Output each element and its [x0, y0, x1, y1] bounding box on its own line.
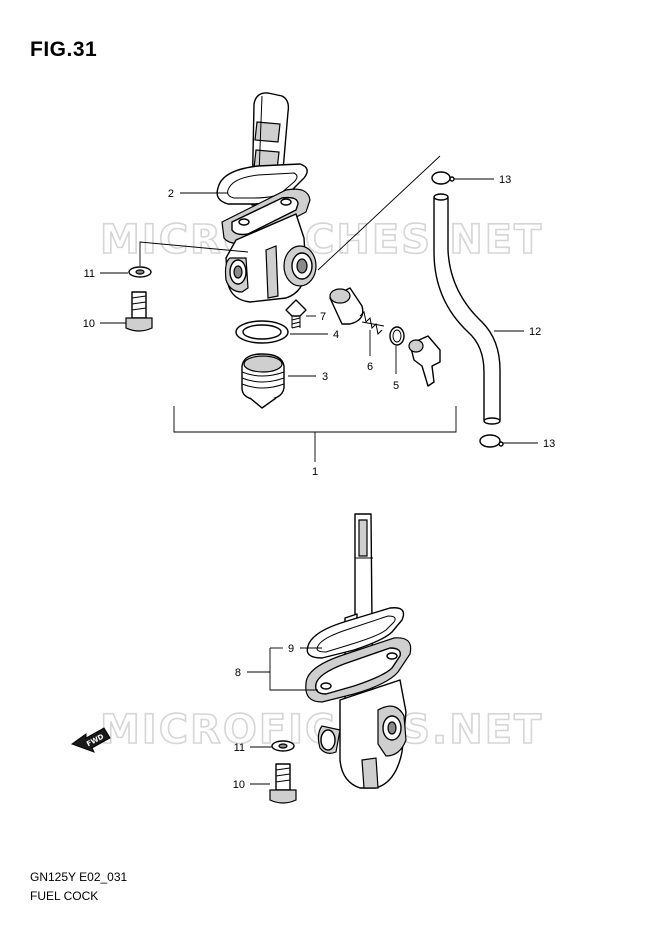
callout-11-top: 11 [84, 268, 95, 280]
cock-cover-plate [221, 188, 311, 244]
gasket-8 [305, 637, 412, 703]
callout-3: 3 [322, 371, 328, 383]
fuel-cock-body-bottom [317, 679, 407, 789]
hose-clip-13-bottom [479, 434, 504, 448]
model-code: GN125Y E02_031 [30, 870, 128, 884]
assembly-guide-line [317, 155, 441, 271]
o-ring-5 [389, 326, 405, 346]
callout-2: 2 [168, 188, 174, 200]
forward-arrow-icon: FWD [70, 727, 111, 753]
callout-4: 4 [333, 329, 339, 341]
bolt-10-bottom [269, 763, 297, 804]
assembly-bracket-1 [173, 406, 457, 433]
leader-lines [100, 178, 538, 785]
callout-8: 8 [235, 667, 241, 679]
hose-clip-13-top [431, 171, 455, 185]
o-ring-4 [235, 320, 289, 344]
callout-13-top: 13 [499, 174, 511, 186]
screw-7 [285, 299, 307, 329]
callout-1: 1 [312, 466, 318, 478]
washer-11-bottom [271, 740, 295, 752]
callout-6: 6 [367, 361, 373, 373]
callout-10-top: 10 [83, 318, 95, 330]
bolt-10-top [125, 291, 153, 332]
figure-title: FIG.31 [30, 38, 98, 61]
plunger [329, 287, 364, 325]
callout-11-bottom: 11 [234, 742, 245, 754]
callout-13-bottom: 13 [543, 438, 555, 450]
gasket-9 [306, 607, 405, 659]
callout-7: 7 [320, 311, 326, 323]
figure-name: FUEL COCK [30, 889, 99, 903]
callout-9: 9 [288, 643, 294, 655]
sediment-cup-3 [241, 353, 285, 409]
fuel-cock-body [224, 213, 317, 303]
callout-5: 5 [393, 380, 399, 392]
hose-nipple [408, 335, 441, 387]
watermark-top: MICROFICHES.NET [100, 217, 543, 263]
callout-12: 12 [529, 326, 541, 338]
callout-10-bottom: 10 [233, 779, 245, 791]
fuel-hose-12 [433, 193, 501, 425]
washer-11-top [128, 266, 152, 278]
spring-6 [359, 310, 385, 336]
